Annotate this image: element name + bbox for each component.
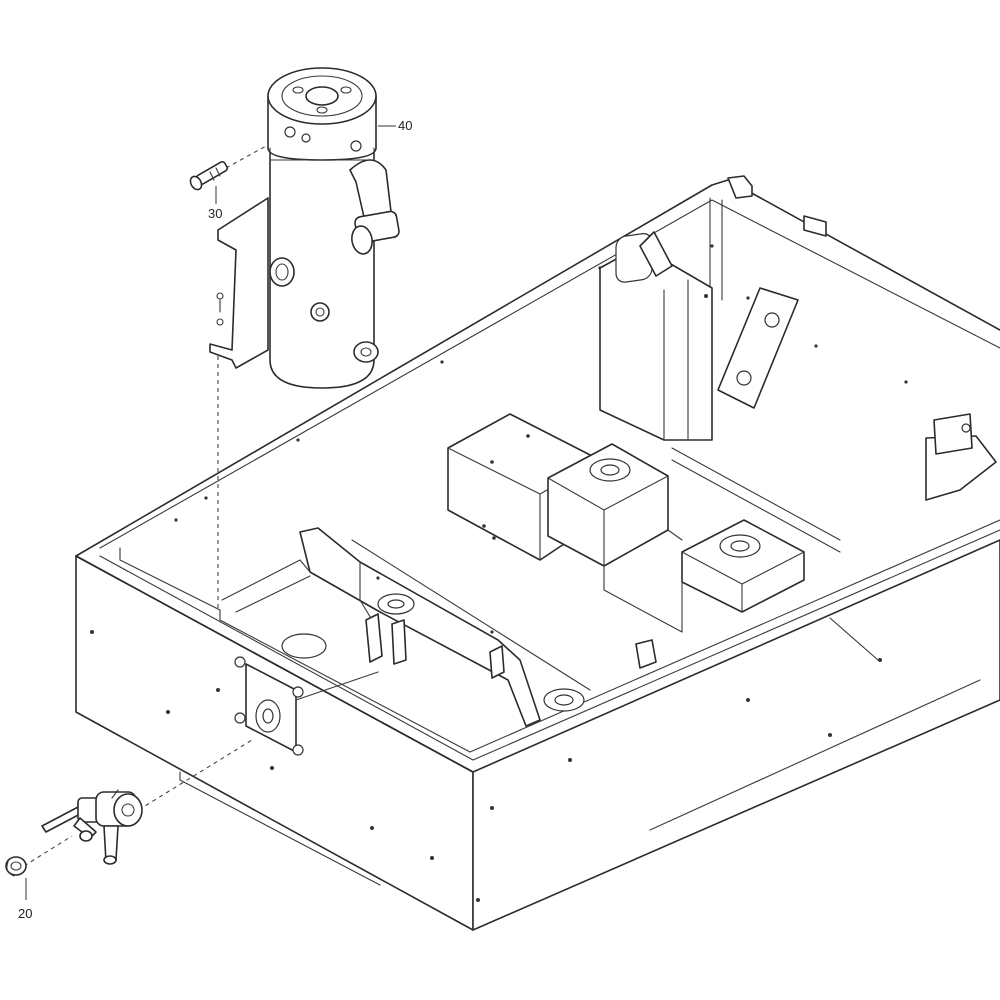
- part-30-bolt: [189, 160, 229, 191]
- frame-rim-inner-front: [99, 529, 1000, 761]
- part-20-fitting-nut: [5, 856, 27, 877]
- internal-brackets: [221, 231, 997, 727]
- base-frame: [75, 175, 1000, 931]
- callout-40: 40: [398, 118, 412, 133]
- frame-top-rim-back: [75, 179, 1000, 557]
- part-40-filter-housing: [209, 67, 400, 389]
- frame-rim-inner-back: [99, 199, 1000, 549]
- callout-30: 30: [208, 206, 222, 221]
- side-mount-plate: [234, 656, 379, 756]
- callouts: 40 30 20: [18, 118, 412, 921]
- filter-body: [269, 99, 375, 389]
- frame-skid-left: [179, 771, 381, 886]
- mount-pad-2: [681, 519, 805, 613]
- valve-assembly: [41, 789, 143, 865]
- frame-skid-right: [649, 679, 981, 831]
- slanted-strap: [717, 287, 799, 409]
- filter-bracket: [209, 197, 269, 369]
- front-rail: [299, 527, 541, 727]
- alignment-line-nut: [23, 835, 73, 867]
- callout-20: 20: [18, 906, 32, 921]
